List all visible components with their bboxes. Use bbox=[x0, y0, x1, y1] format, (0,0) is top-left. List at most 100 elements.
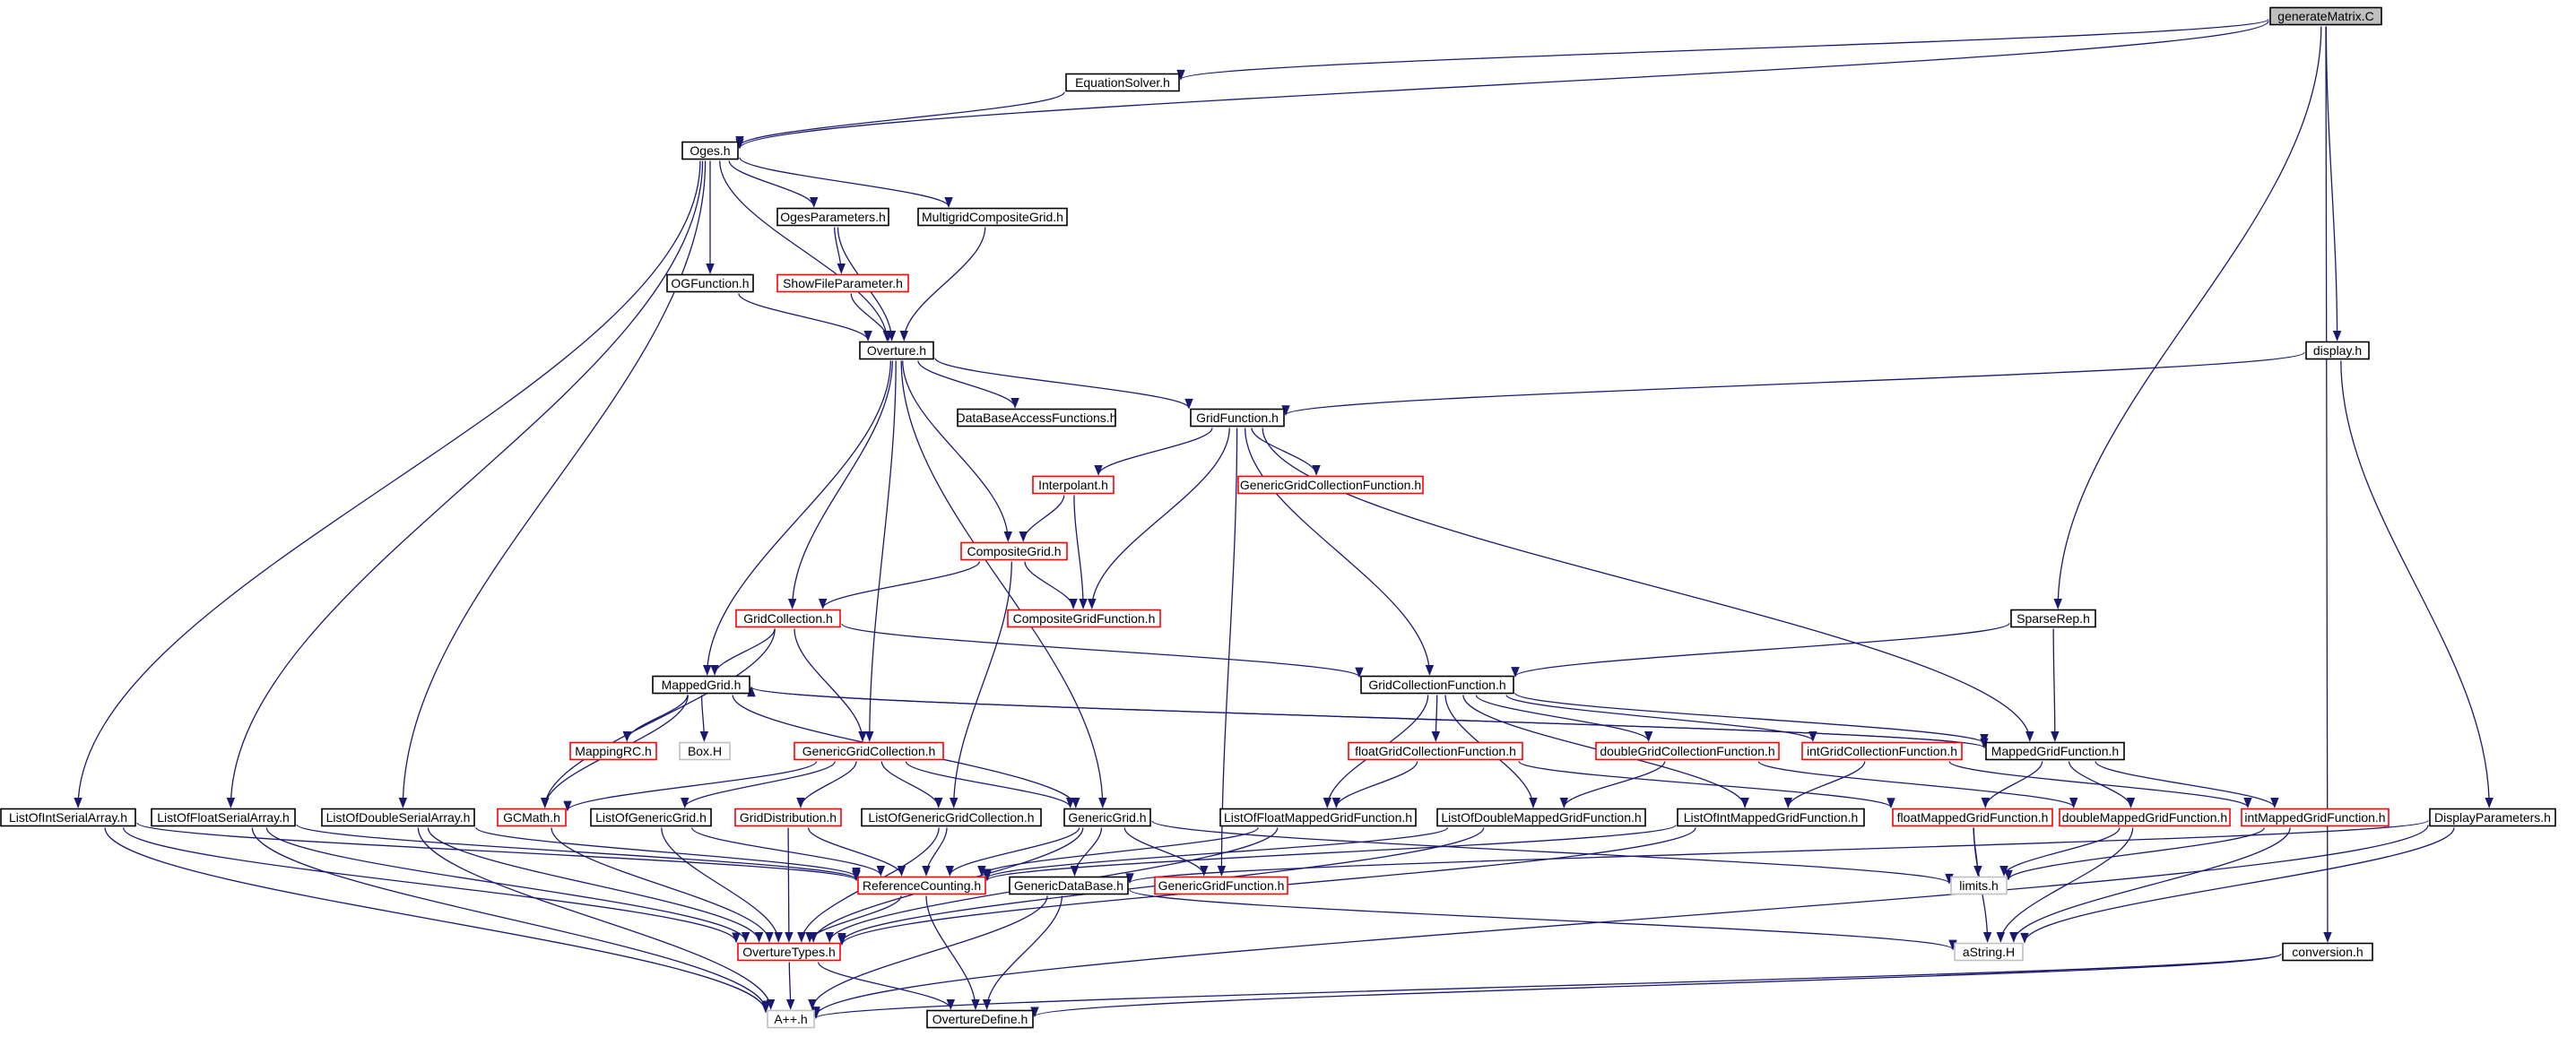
node-genericdatabase-h[interactable]: GenericDataBase.h bbox=[1009, 876, 1129, 895]
arrowhead bbox=[818, 599, 828, 609]
node-floatmappedgridfunction-h[interactable]: floatMappedGridFunction.h bbox=[1892, 808, 2053, 827]
node-box bbox=[1063, 808, 1151, 827]
edge-gridcollection-h-to-mappedgrid-h bbox=[710, 628, 776, 676]
edge-genericgrid-h-to-genericgridfunction-h bbox=[1123, 827, 1209, 877]
node-label: conversion.h bbox=[2292, 945, 2363, 959]
node-listofdoublemappedgridfunction-h[interactable]: ListOfDoubleMappedGridFunction.h bbox=[1436, 808, 1646, 827]
node-box bbox=[960, 541, 1068, 561]
edge-line bbox=[1475, 695, 1650, 741]
node-listoffloatmappedgridfunction-h[interactable]: ListOfFloatMappedGridFunction.h bbox=[1219, 808, 1417, 827]
arrowhead bbox=[797, 932, 806, 943]
edge-gridfunction-h-to-genericgridcollectionfunction-h bbox=[1251, 428, 1321, 476]
edge-line bbox=[738, 293, 869, 341]
arrowhead bbox=[741, 932, 750, 943]
edge-line bbox=[417, 827, 772, 1009]
node-gridcollection-h[interactable]: GridCollection.h bbox=[735, 609, 841, 628]
node-compositegridfunction-h[interactable]: CompositeGridFunction.h bbox=[1007, 609, 1161, 628]
node-label: ShowFileParameter.h bbox=[783, 276, 903, 290]
arrowhead bbox=[732, 932, 741, 944]
node-display-h[interactable]: display.h bbox=[2305, 341, 2370, 360]
node-floatgridcollectionfunction-h[interactable]: floatGridCollectionFunction.h bbox=[1348, 741, 1523, 761]
node-generatematrix-c[interactable]: generateMatrix.C bbox=[2269, 6, 2382, 26]
edge-gridfunction-h-to-interpolant-h bbox=[1094, 428, 1213, 476]
node-ogesparameters-h[interactable]: OgesParameters.h bbox=[776, 207, 889, 227]
node-equationsolver-h[interactable]: EquationSolver.h bbox=[1065, 73, 1180, 92]
edge-line bbox=[1129, 889, 1954, 950]
node-genericgridcollectionfunction-h[interactable]: GenericGridCollectionFunction.h bbox=[1237, 475, 1424, 495]
node-gridcollectionfunction-h[interactable]: GridCollectionFunction.h bbox=[1360, 675, 1514, 695]
node-gridfunction-h[interactable]: GridFunction.h bbox=[1190, 408, 1285, 428]
node-mappingrc-h[interactable]: MappingRC.h bbox=[569, 741, 657, 761]
edge-line bbox=[1073, 495, 1084, 609]
arrowhead bbox=[946, 999, 956, 1010]
edge-line bbox=[2013, 827, 2291, 942]
node-sparserep-h[interactable]: SparseRep.h bbox=[2010, 609, 2096, 628]
edge-oges-h-to-ogesparameters-h bbox=[728, 160, 819, 208]
node-genericgrid-h[interactable]: GenericGrid.h bbox=[1063, 808, 1151, 827]
edge-line bbox=[1335, 761, 1418, 808]
node-box bbox=[917, 207, 1068, 227]
node-listofgenericgrid-h[interactable]: ListOfGenericGrid.h bbox=[590, 808, 712, 827]
node-listofdoubleserialarray-h[interactable]: ListOfDoubleSerialArray.h bbox=[321, 808, 475, 827]
node-overture-h[interactable]: Overture.h bbox=[859, 341, 934, 360]
node-listoffloatserialarray-h[interactable]: ListOfFloatSerialArray.h bbox=[151, 808, 296, 827]
node-oges-h[interactable]: Oges.h bbox=[681, 141, 739, 160]
node-referencecounting-h[interactable]: ReferenceCounting.h bbox=[857, 876, 986, 895]
node-mappedgrid-h[interactable]: MappedGrid.h bbox=[652, 675, 750, 695]
node-multigridcompositegrid-h[interactable]: MultigridCompositeGrid.h bbox=[917, 207, 1068, 227]
node-intgridcollectionfunction-h[interactable]: intGridCollectionFunction.h bbox=[1801, 741, 1963, 761]
node-interpolant-h[interactable]: Interpolant.h bbox=[1032, 475, 1115, 495]
node-doublemappedgridfunction-h[interactable]: doubleMappedGridFunction.h bbox=[2059, 808, 2231, 827]
arrowhead bbox=[796, 798, 805, 808]
arrowhead bbox=[1094, 465, 1103, 476]
node-doublegridcollectionfunction-h[interactable]: doubleGridCollectionFunction.h bbox=[1595, 741, 1780, 761]
arrowhead bbox=[837, 935, 846, 946]
edge-line bbox=[122, 827, 737, 943]
arrowhead bbox=[710, 665, 719, 676]
node-genericgridcollection-h[interactable]: GenericGridCollection.h bbox=[794, 741, 944, 761]
edge-line bbox=[815, 953, 2282, 1019]
node-intmappedgridfunction-h[interactable]: intMappedGridFunction.h bbox=[2241, 808, 2390, 827]
arrowhead bbox=[735, 136, 744, 147]
node-label: GridCollection.h bbox=[743, 611, 833, 626]
node-label: Box.H bbox=[688, 744, 722, 758]
node-overturetypes-h[interactable]: OvertureTypes.h bbox=[737, 942, 841, 962]
edge-line bbox=[2340, 360, 2490, 808]
node-box bbox=[2282, 942, 2373, 962]
arrowhead bbox=[2332, 331, 2342, 341]
node-box bbox=[1065, 73, 1180, 92]
node-gcmath-h[interactable]: GCMath.h bbox=[497, 808, 567, 827]
node-mappedgridfunction-h[interactable]: MappedGridFunction.h bbox=[1985, 741, 2125, 761]
node-conversion-h[interactable]: conversion.h bbox=[2282, 942, 2373, 962]
edge-floatgridcollectionfunction-h-to-listoffloatmappedgridfunction-h bbox=[1331, 761, 1418, 808]
node-box bbox=[1190, 408, 1285, 428]
node-overturedefine-h[interactable]: OvertureDefine.h bbox=[926, 1009, 1034, 1029]
edge-intgridcollectionfunction-h-to-intmappedgridfunction-h bbox=[1948, 760, 2252, 808]
node-listofintserialarray-h[interactable]: ListOfIntSerialArray.h bbox=[0, 808, 136, 827]
node-box bbox=[1154, 876, 1288, 895]
node-box bbox=[321, 808, 475, 827]
node-compositegrid-h[interactable]: CompositeGrid.h bbox=[960, 541, 1068, 561]
arrowhead bbox=[2051, 731, 2060, 742]
node-griddistribution-h[interactable]: GridDistribution.h bbox=[734, 808, 842, 827]
arrowhead bbox=[977, 866, 986, 877]
edge-listofgenericgridcollection-h-to-referencecounting-h bbox=[922, 827, 948, 877]
node-ogfunction-h[interactable]: OGFunction.h bbox=[666, 273, 754, 293]
node-databaseaccessfunctions-h[interactable]: DataBaseAccessFunctions.h bbox=[957, 408, 1117, 428]
node-listofintmappedgridfunction-h[interactable]: ListOfIntMappedGridFunction.h bbox=[1677, 808, 1865, 827]
edge-line bbox=[265, 827, 747, 942]
node-label: A++.h bbox=[774, 1012, 807, 1026]
edge-line bbox=[684, 761, 836, 808]
edge-mappedgridfunction-h-to-mappedgrid-h bbox=[747, 686, 1985, 748]
node-label: GenericGrid.h bbox=[1068, 810, 1146, 825]
node-showfileparameter-h[interactable]: ShowFileParameter.h bbox=[776, 273, 909, 293]
edge-listofdoublemappedgridfunction-h-to-referencecounting-h bbox=[983, 826, 1449, 880]
node-listofgenericgridcollection-h[interactable]: ListOfGenericGridCollection.h bbox=[861, 808, 1042, 827]
edge-line bbox=[251, 827, 767, 1011]
edge-genericgrid-h-to-referencecounting-h bbox=[945, 827, 1080, 877]
node-displayparameters-h[interactable]: DisplayParameters.h bbox=[2429, 808, 2556, 827]
edge-line bbox=[981, 826, 1259, 877]
node-genericgridfunction-h[interactable]: GenericGridFunction.h bbox=[1154, 876, 1288, 895]
edge-mappedgridfunction-h-to-floatmappedgridfunction-h bbox=[1981, 761, 2043, 808]
edge-line bbox=[900, 360, 1104, 808]
